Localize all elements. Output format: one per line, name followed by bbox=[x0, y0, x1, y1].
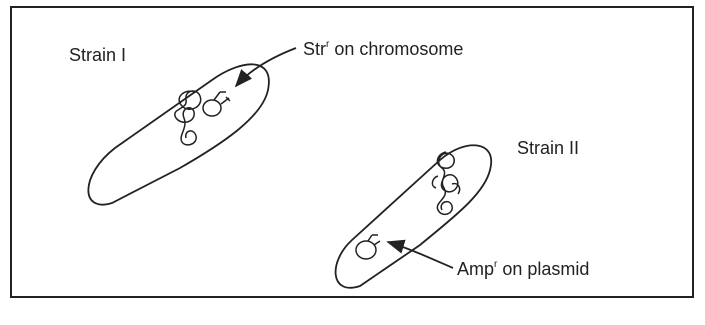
amp-gene-label: Ampr on plasmid bbox=[457, 260, 589, 278]
strain-one-chromosome bbox=[175, 91, 230, 145]
amp-location-text: on plasmid bbox=[497, 259, 589, 279]
str-gene-name: Str bbox=[303, 39, 326, 59]
amp-gene-name: Amp bbox=[457, 259, 494, 279]
strain-two-chromosome bbox=[432, 152, 459, 214]
plasmid bbox=[356, 235, 380, 259]
amp-arrow bbox=[388, 242, 453, 268]
strain-one-cell bbox=[88, 64, 269, 204]
strain-two-label: Strain II bbox=[517, 139, 579, 157]
str-gene-label: Strr on chromosome bbox=[303, 40, 463, 58]
str-location-text: on chromosome bbox=[329, 39, 463, 59]
str-arrow bbox=[236, 48, 296, 86]
strain-one-label: Strain I bbox=[69, 46, 126, 64]
